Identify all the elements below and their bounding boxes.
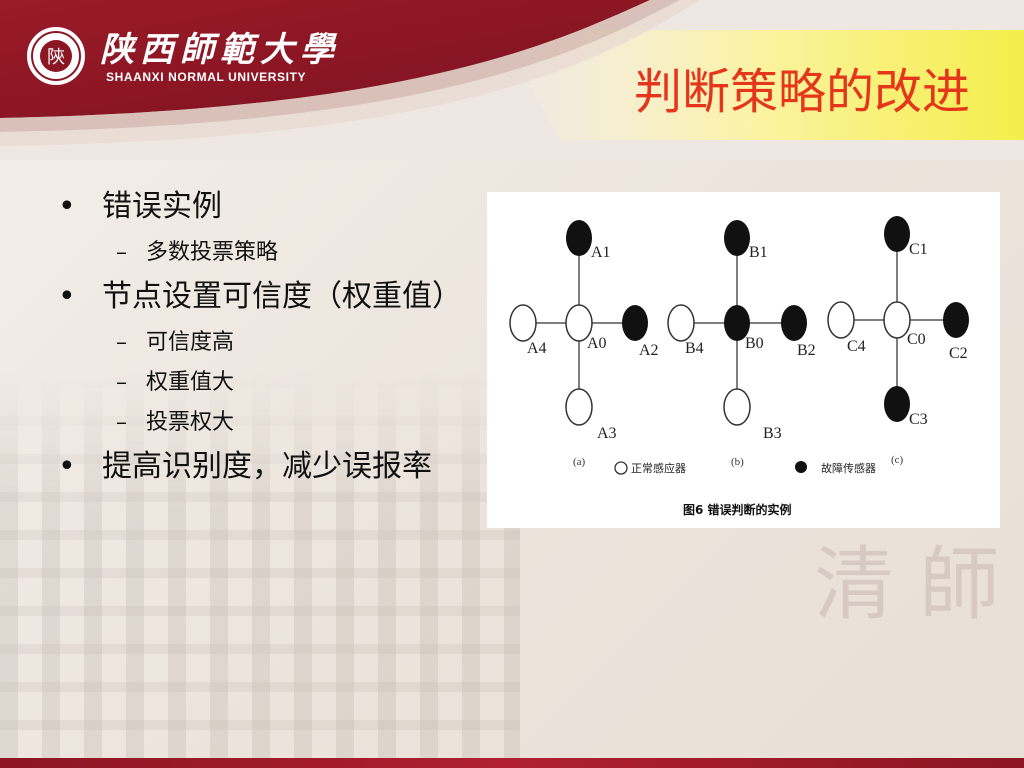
sub-bullet-item: 投票权大: [58, 406, 478, 440]
fault-sensor-node: [724, 305, 750, 341]
fault-sensor-node: [884, 216, 910, 252]
node-label: C2: [949, 345, 968, 362]
sensor-diagram-figure: A1 A0 A4 A2 A3 (a) B1 B0 B4 B2 B3 (b): [487, 192, 1000, 528]
node-label: C0: [907, 331, 926, 348]
sub-bullet-item: 可信度高: [58, 326, 478, 360]
normal-sensor-node: [883, 301, 911, 339]
legend-normal-marker: [614, 461, 628, 475]
node-label: B0: [745, 335, 764, 352]
normal-sensor-node: [509, 304, 537, 342]
fault-sensor-node: [724, 220, 750, 256]
node-label: A0: [587, 335, 607, 352]
node-label: B4: [685, 340, 704, 357]
node-label: B1: [749, 244, 768, 261]
normal-sensor-node: [565, 304, 593, 342]
sensor-group-b: B1 B0 B4 B2 B3 (b): [667, 220, 816, 468]
fault-sensor-node: [781, 305, 807, 341]
normal-sensor-node: [723, 388, 751, 426]
node-label: C3: [909, 411, 928, 428]
normal-sensor-node: [667, 304, 695, 342]
legend-normal-label: 正常感应器: [631, 461, 686, 475]
node-label: C4: [847, 338, 866, 355]
bullet-item: 提高识别度，减少误报率: [58, 446, 478, 488]
sub-bullet-item: 权重值大: [58, 366, 478, 400]
fault-sensor-node: [884, 386, 910, 422]
legend: 正常感应器 故障传感器: [614, 461, 876, 475]
calligraphy-watermark: 清 師: [814, 538, 1000, 631]
bullet-item: 错误实例: [58, 186, 478, 228]
panel-label: (a): [573, 456, 586, 468]
fault-sensor-node: [622, 305, 648, 341]
normal-sensor-node: [565, 388, 593, 426]
bullet-list: 错误实例 多数投票策略 节点设置可信度（权重值） 可信度高 权重值大 投票权大 …: [58, 186, 478, 496]
university-name-en: SHAANXI NORMAL UNIVERSITY: [106, 70, 307, 84]
university-seal-logo: 陝: [27, 27, 85, 85]
sub-bullet-item: 多数投票策略: [58, 236, 478, 270]
normal-sensor-node: [827, 301, 855, 339]
node-label: B2: [797, 342, 816, 359]
fault-sensor-node: [943, 302, 969, 338]
bottom-bar: [0, 758, 1024, 768]
panel-label: (b): [731, 456, 744, 468]
node-label: A4: [527, 340, 547, 357]
fault-sensor-node: [566, 220, 592, 256]
node-label: A2: [639, 342, 659, 359]
node-label: B3: [763, 425, 782, 442]
node-label: C1: [909, 241, 928, 258]
node-label: A1: [591, 244, 611, 261]
slide-title: 判断策略的改进: [633, 64, 970, 120]
university-name-cn: 陕西師範大學: [100, 30, 340, 70]
svg-text:陝: 陝: [47, 47, 65, 68]
sensor-group-a: A1 A0 A4 A2 A3 (a): [509, 220, 659, 468]
legend-fault-label: 故障传感器: [821, 461, 876, 475]
figure-caption: 图6 错误判断的实例: [683, 502, 792, 517]
legend-fault-marker: [795, 461, 807, 473]
node-label: A3: [597, 425, 617, 442]
sensor-diagram: A1 A0 A4 A2 A3 (a) B1 B0 B4 B2 B3 (b): [509, 216, 969, 517]
sensor-group-c: C1 C0 C4 C2 C3 (c): [827, 216, 969, 466]
bullet-item: 节点设置可信度（权重值）: [58, 276, 478, 318]
panel-label: (c): [891, 454, 904, 466]
header-banner: [0, 0, 1024, 160]
